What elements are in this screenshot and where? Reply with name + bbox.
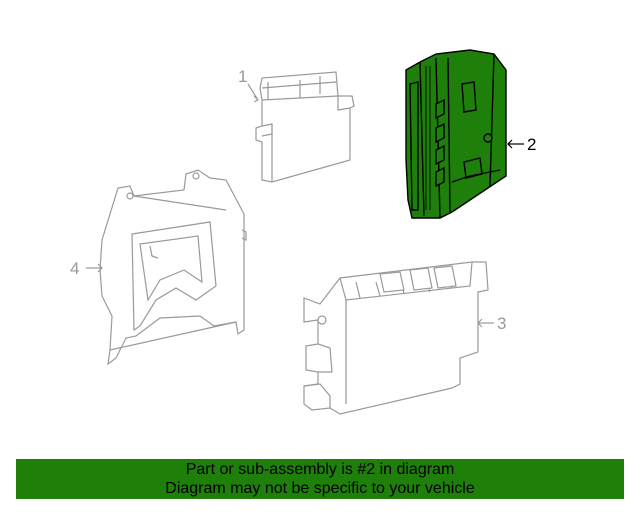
callout-4-label: 4 — [70, 259, 80, 278]
callout-2-label: 2 — [527, 135, 537, 154]
part-2-module[interactable] — [405, 49, 507, 219]
banner-line-2: Diagram may not be specific to your vehi… — [165, 480, 475, 497]
callout-1-label: 1 — [238, 67, 248, 86]
callout-3-label: 3 — [497, 314, 507, 333]
part-1-module[interactable] — [255, 71, 355, 183]
part-3-module[interactable] — [303, 261, 489, 415]
callout-leaders — [86, 83, 524, 328]
banner-background — [16, 459, 624, 499]
part-4-bracket[interactable] — [99, 169, 247, 366]
info-banner: Part or sub-assembly is #2 in diagram Di… — [16, 459, 624, 499]
banner-line-1: Part or sub-assembly is #2 in diagram — [185, 461, 455, 478]
